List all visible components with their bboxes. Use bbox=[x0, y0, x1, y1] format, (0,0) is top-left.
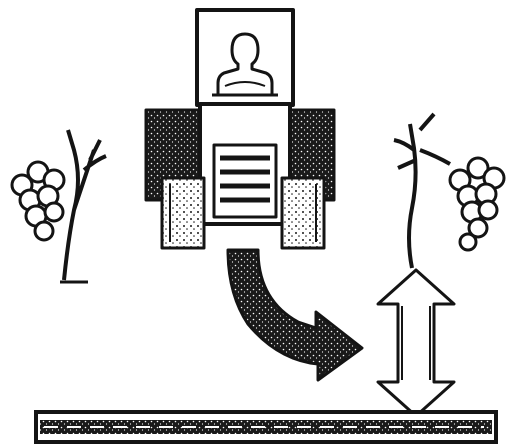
grape-cluster-right bbox=[448, 156, 506, 252]
tractor-wheel-left bbox=[160, 176, 206, 250]
vine-trunk-right bbox=[393, 112, 451, 269]
driver-figure bbox=[212, 32, 278, 97]
grape-cluster-left bbox=[10, 160, 66, 242]
vine-trunk-left bbox=[62, 129, 107, 281]
double-headed-arrow bbox=[376, 268, 456, 418]
curved-arrow bbox=[226, 248, 364, 382]
tractor-wheel-right bbox=[280, 176, 326, 250]
ground-strip bbox=[34, 410, 498, 444]
tractor bbox=[144, 8, 336, 250]
grapevine-left bbox=[10, 129, 107, 284]
grapevine-right bbox=[393, 112, 506, 269]
